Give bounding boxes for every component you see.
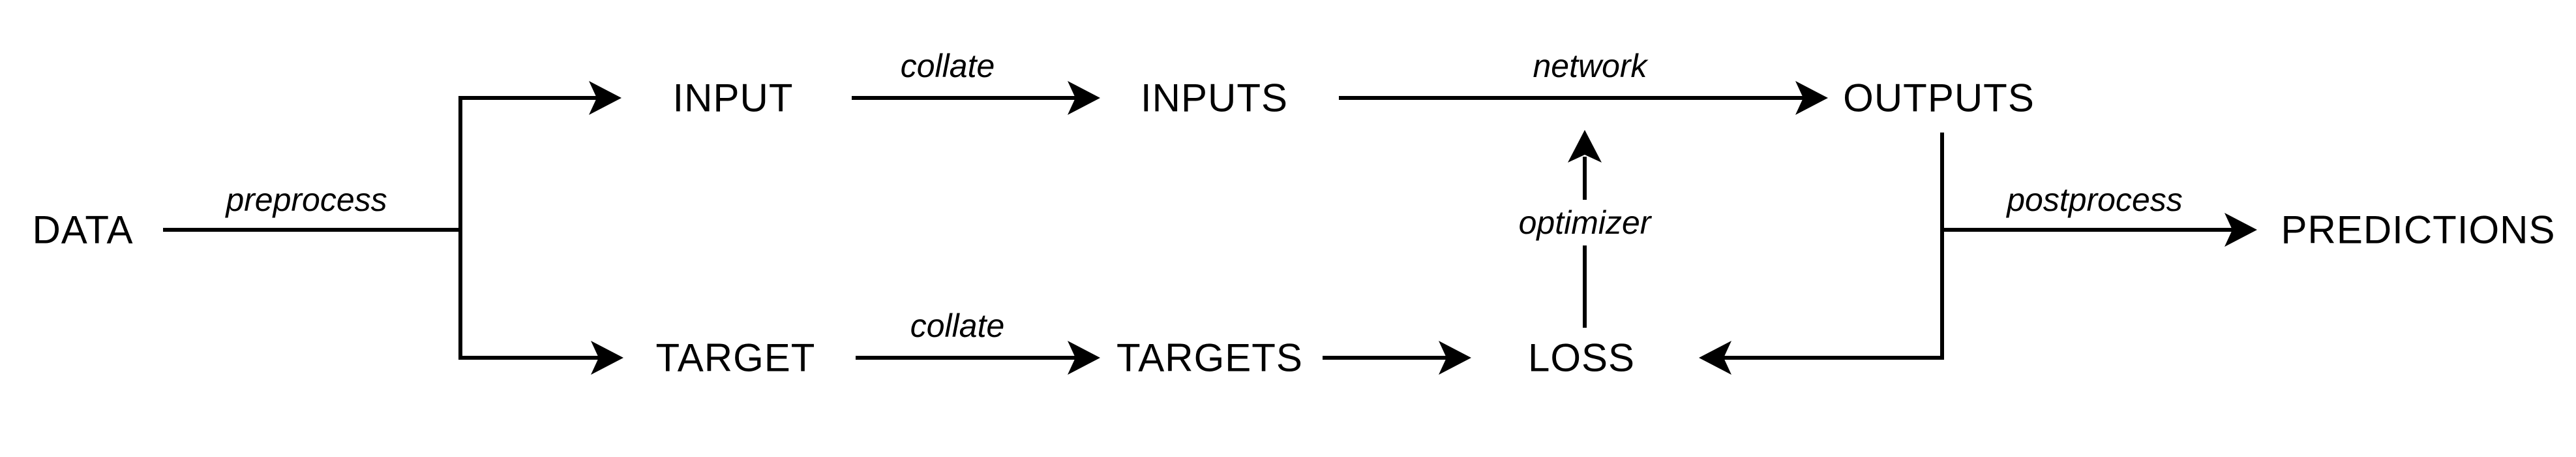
node-outputs: OUTPUTS [1843, 76, 2035, 120]
node-target: TARGET [655, 336, 816, 380]
arrowhead-to-loss-from-outputs [1699, 341, 1731, 375]
edge-label-optimizer: optimizer [1512, 200, 1658, 245]
node-predictions: PREDICTIONS [2281, 208, 2556, 252]
arrowhead-optimizer-up [1568, 130, 1602, 163]
node-data: DATA [32, 208, 134, 252]
arrowhead-to-input [589, 81, 622, 115]
arrowhead-to-inputs [1068, 81, 1100, 115]
node-loss: LOSS [1527, 336, 1636, 380]
edge-label-preprocess: preprocess [226, 181, 387, 218]
edge-preprocess-line [163, 96, 599, 360]
node-targets: TARGETS [1116, 336, 1303, 380]
arrowhead-to-predictions [2224, 213, 2257, 247]
edge-label-postprocess: postprocess [2007, 181, 2183, 218]
arrowhead-to-outputs [1795, 81, 1828, 115]
edge-label-collate-top: collate [900, 48, 995, 84]
edge-label-collate-bottom: collate [910, 307, 1005, 344]
arrowhead-to-loss-from-targets [1439, 341, 1471, 375]
node-input: INPUT [672, 76, 794, 120]
arrowhead-to-targets [1068, 341, 1100, 375]
arrowhead-to-target [591, 341, 623, 375]
node-inputs: INPUTS [1140, 76, 1289, 120]
edge-label-network: network [1533, 48, 1647, 84]
edge-outputs-return-line [1724, 133, 2232, 360]
